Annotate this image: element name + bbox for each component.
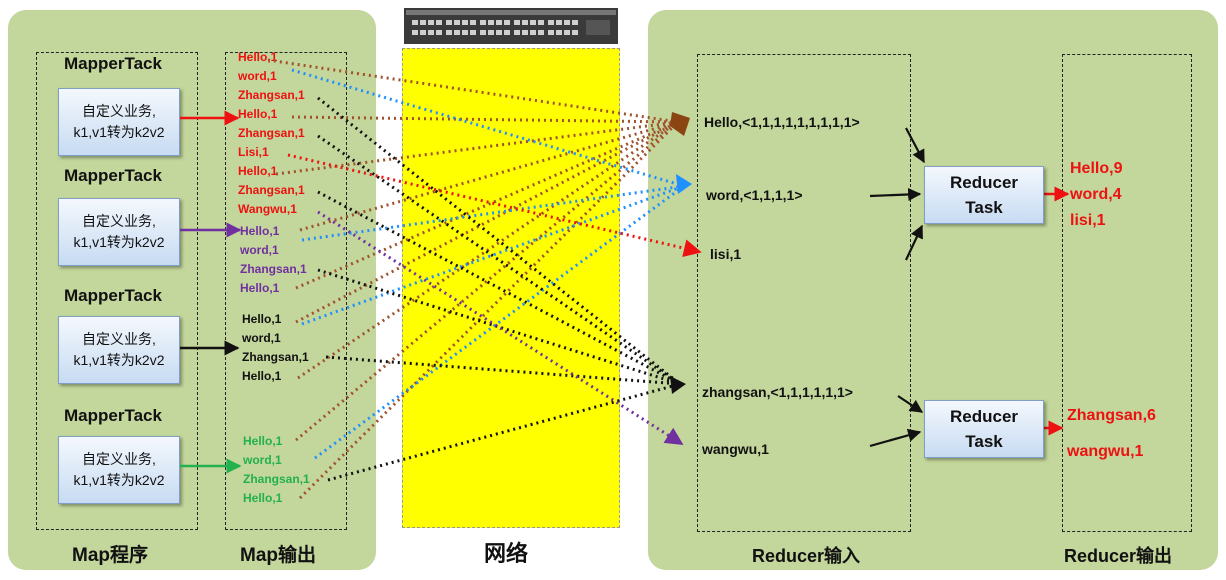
reducer-input-item: wangwu,1: [702, 441, 769, 457]
kv-item: Hello,1: [242, 312, 282, 326]
mapper-label: MapperTack: [64, 286, 162, 305]
reducer-input-item: zhangsan,<1,1,1,1,1,1>: [702, 384, 853, 400]
reducer-input-item: lisi,1: [710, 246, 742, 262]
reducer-task-line1: Reducer: [949, 173, 1019, 192]
reducer-input-item: Hello,<1,1,1,1,1,1,1,1,1>: [704, 114, 860, 130]
reducer-task-box: Reducer Task: [924, 166, 1044, 224]
map-output-group-3: Hello,1 word,1 Zhangsan,1 Hello,1: [242, 310, 309, 386]
kv-item: Hello,1: [243, 491, 283, 505]
kv-item: Hello,1: [243, 434, 283, 448]
mapper-task-line2: k1,v1转为k2v2: [73, 124, 165, 140]
mapper-task-line1: 自定义业务,: [82, 103, 156, 119]
kv-item: Zhangsan,1: [238, 126, 305, 140]
kv-item: Zhangsan,1: [238, 183, 305, 197]
reducer-task-box: Reducer Task: [924, 400, 1044, 458]
map-output-group-2: Hello,1 word,1 Zhangsan,1 Hello,1: [240, 222, 307, 298]
reducer-output-item: word,4: [1070, 186, 1122, 203]
mapper-task-line1: 自定义业务,: [82, 331, 156, 347]
reducer-output-item: lisi,1: [1070, 212, 1106, 229]
reducer-task-line2: Task: [965, 432, 1003, 451]
kv-item: Hello,1: [240, 281, 280, 295]
map-output-title: Map输出: [240, 545, 317, 566]
reducer-task-line2: Task: [965, 198, 1003, 217]
kv-item: Hello,1: [242, 369, 282, 383]
reducer-input-item: word,<1,1,1,1>: [706, 187, 803, 203]
map-program-title: Map程序: [72, 545, 149, 566]
reducer-input-title: Reducer输入: [752, 546, 861, 566]
kv-item: word,1: [240, 243, 279, 257]
reducer-output-item: Zhangsan,6: [1067, 407, 1156, 424]
reducer-output-group-1: Hello,9 word,4 lisi,1: [1070, 156, 1122, 234]
word-merge-arrowhead: [676, 174, 692, 194]
mapper-task-line1: 自定义业务,: [82, 451, 156, 467]
map-output-group-1: Hello,1 word,1 Zhangsan,1 Hello,1 Zhangs…: [238, 48, 305, 219]
mapper-label: MapperTack: [64, 54, 162, 73]
reducer-output-item: Hello,9: [1070, 160, 1123, 177]
hello-merge-arrowhead: [670, 112, 690, 136]
kv-item: Zhangsan,1: [242, 350, 309, 364]
kv-item: Hello,1: [238, 164, 278, 178]
kv-item: word,1: [242, 331, 281, 345]
kv-item: Wangwu,1: [238, 202, 297, 216]
kv-item: Hello,1: [238, 107, 278, 121]
reducer-input-box: [697, 54, 911, 532]
mapper-task-box: 自定义业务, k1,v1转为k2v2: [58, 436, 180, 504]
mapper-task-box: 自定义业务, k1,v1转为k2v2: [58, 316, 180, 384]
network-area: [402, 48, 620, 528]
map-output-box: [225, 52, 347, 530]
mapper-task-box: 自定义业务, k1,v1转为k2v2: [58, 198, 180, 266]
mapper-task-box: 自定义业务, k1,v1转为k2v2: [58, 88, 180, 156]
mapper-label: MapperTack: [64, 166, 162, 185]
zhangsan-merge-arrowhead: [670, 376, 686, 394]
map-program-box: [36, 52, 198, 530]
kv-item: Zhangsan,1: [243, 472, 310, 486]
mapper-task-line2: k1,v1转为k2v2: [73, 352, 165, 368]
kv-item: Zhangsan,1: [240, 262, 307, 276]
map-output-group-4: Hello,1 word,1 Zhangsan,1 Hello,1: [243, 432, 310, 508]
kv-item: word,1: [243, 453, 282, 467]
kv-item: Hello,1: [238, 50, 278, 64]
mapper-label: MapperTack: [64, 406, 162, 425]
reducer-output-title: Reducer输出: [1064, 546, 1173, 566]
kv-item: Zhangsan,1: [238, 88, 305, 102]
kv-item: Hello,1: [240, 224, 280, 238]
network-title: 网络: [484, 541, 529, 566]
reducer-task-line1: Reducer: [949, 407, 1019, 426]
reduce-panel: [648, 10, 1218, 570]
mapper-task-line2: k1,v1转为k2v2: [73, 234, 165, 250]
mapper-task-line2: k1,v1转为k2v2: [73, 472, 165, 488]
reducer-output-group-2: Zhangsan,6 wangwu,1: [1067, 398, 1156, 470]
reducer-output-box: [1062, 54, 1192, 532]
network-switch-icon: [404, 6, 618, 46]
kv-item: Lisi,1: [238, 145, 269, 159]
mapper-task-line1: 自定义业务,: [82, 213, 156, 229]
reducer-output-item: wangwu,1: [1067, 443, 1144, 460]
kv-item: word,1: [238, 69, 277, 83]
